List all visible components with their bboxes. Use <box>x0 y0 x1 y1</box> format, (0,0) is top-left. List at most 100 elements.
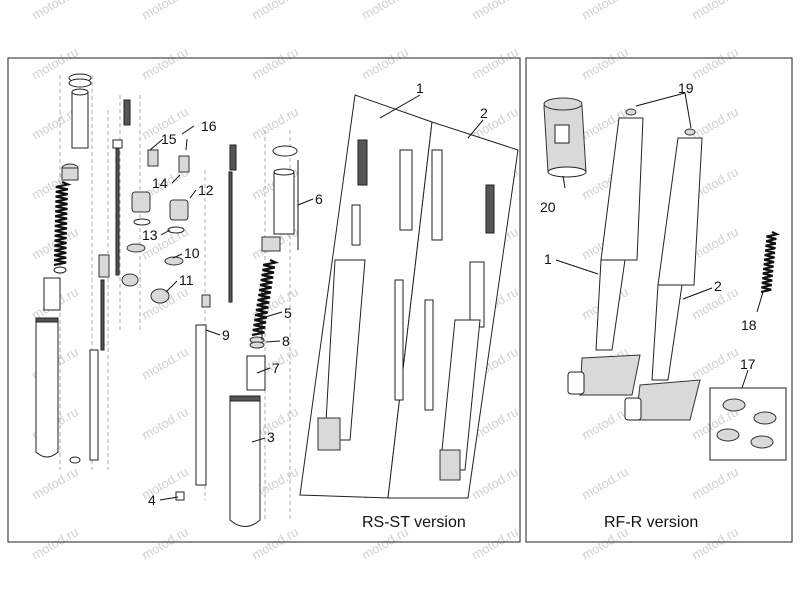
washer-b <box>164 256 184 266</box>
leg-2-caliper-mount <box>635 379 701 421</box>
leader-3 <box>251 437 266 443</box>
watermark-text: motod.ru <box>469 524 521 563</box>
watermark-text: motod.ru <box>579 464 631 503</box>
leg-2-slider <box>651 284 683 381</box>
damper-rod-nut <box>112 139 123 149</box>
leader-14 <box>171 174 181 184</box>
tool-bottom <box>547 166 587 178</box>
callout-3: 3 <box>267 429 275 445</box>
bottom-bolt <box>69 456 81 464</box>
leader-8 <box>265 340 281 343</box>
rod-valve <box>201 294 211 308</box>
leader-11 <box>165 280 178 293</box>
leader-4 <box>159 496 179 501</box>
leader-1 <box>379 94 421 119</box>
v2-cartridge <box>431 149 443 241</box>
watermark-text: motod.ru <box>579 44 631 83</box>
version-2-internals <box>424 149 495 481</box>
watermark-text: motod.ru <box>139 0 191 23</box>
callout-1: 1 <box>416 80 424 96</box>
watermark-text: motod.ru <box>469 464 521 503</box>
callout-16: 16 <box>201 118 217 134</box>
spacer-tube-6 <box>273 171 295 235</box>
leg-2-stanchion <box>657 137 703 286</box>
watermark-text: motod.ru <box>689 0 741 23</box>
tool-top <box>543 97 583 111</box>
leg-1-axle-clamp <box>567 371 585 395</box>
watermark-text: motod.ru <box>689 464 741 503</box>
leader-12 <box>189 189 197 199</box>
watermark-text: motod.ru <box>249 104 301 143</box>
v1-cartridge <box>399 149 413 231</box>
right-panel-frame <box>525 57 793 543</box>
callout-14: 14 <box>152 175 168 191</box>
watermark-text: motod.ru <box>689 344 741 383</box>
spacer-tube <box>71 91 89 149</box>
outer-leg-3 <box>229 395 261 527</box>
callout-4: 4 <box>148 492 156 508</box>
callout-r19: 19 <box>678 80 694 96</box>
leader-16 <box>181 125 195 135</box>
seal-a <box>722 398 746 412</box>
bushing-a <box>121 273 139 287</box>
v2-outer-leg <box>439 319 481 471</box>
outer-leg-3-seal <box>229 395 261 402</box>
valve-cap-a <box>131 191 151 213</box>
o-ring-b <box>167 226 185 234</box>
watermark-text: motod.ru <box>689 104 741 143</box>
leader-r18 <box>756 291 764 313</box>
callout-11: 11 <box>179 272 194 288</box>
callout-r20: 20 <box>540 199 556 215</box>
callout-r18: 18 <box>741 317 757 333</box>
leg-1-slider <box>595 259 626 351</box>
callout-r17: 17 <box>740 356 756 372</box>
watermark-text: motod.ru <box>29 524 81 563</box>
preload-collar <box>61 167 79 181</box>
watermark-text: motod.ru <box>29 0 81 23</box>
leader-13 <box>160 229 171 236</box>
callout-5: 5 <box>284 305 292 321</box>
spacer-tube-6-top <box>273 168 295 176</box>
guide-sleeve <box>43 277 61 311</box>
seal-d <box>750 435 774 449</box>
tool-window <box>554 124 570 144</box>
leader-15 <box>149 138 188 151</box>
bottom-screw <box>175 491 185 501</box>
leader-9 <box>205 329 221 336</box>
valve-cap-b <box>169 199 189 221</box>
washer-a <box>126 243 146 253</box>
fork-leg-2 <box>624 128 703 421</box>
callout-6: 6 <box>315 191 323 207</box>
o-ring-a <box>133 218 151 226</box>
seal-c <box>716 428 740 442</box>
seal-b <box>753 411 777 425</box>
adjuster-screw-a <box>147 149 159 167</box>
v1-rod <box>394 279 404 401</box>
outer-leg-left <box>35 317 59 458</box>
watermark-text: motod.ru <box>469 44 521 83</box>
v1-spring-stack <box>357 139 368 186</box>
watermark-text: motod.ru <box>139 404 191 443</box>
piston-rod-top <box>229 144 237 171</box>
left-panel: 1 2 3 4 5 6 7 8 9 10 11 12 13 14 15 16 R… <box>35 73 519 531</box>
fork-leg-1 <box>567 108 644 396</box>
leader-7 <box>256 367 271 374</box>
callout-15: 15 <box>161 131 177 147</box>
leader-2 <box>467 119 484 139</box>
leader-r20 <box>562 175 566 189</box>
spring-18 <box>760 231 781 294</box>
adjuster-screw-b <box>178 155 190 173</box>
watermark-text: motod.ru <box>689 44 741 83</box>
top-cap-ring-lower <box>68 78 92 88</box>
v1-spacer <box>351 204 361 246</box>
v2-spacer <box>469 261 485 328</box>
v2-foot <box>439 449 461 481</box>
damper-rod-lower <box>100 279 105 351</box>
callout-7: 7 <box>272 360 280 376</box>
version-1-internals <box>317 139 413 451</box>
callout-2: 2 <box>480 105 488 121</box>
v1-foot <box>317 417 341 451</box>
leader-5 <box>261 290 283 340</box>
